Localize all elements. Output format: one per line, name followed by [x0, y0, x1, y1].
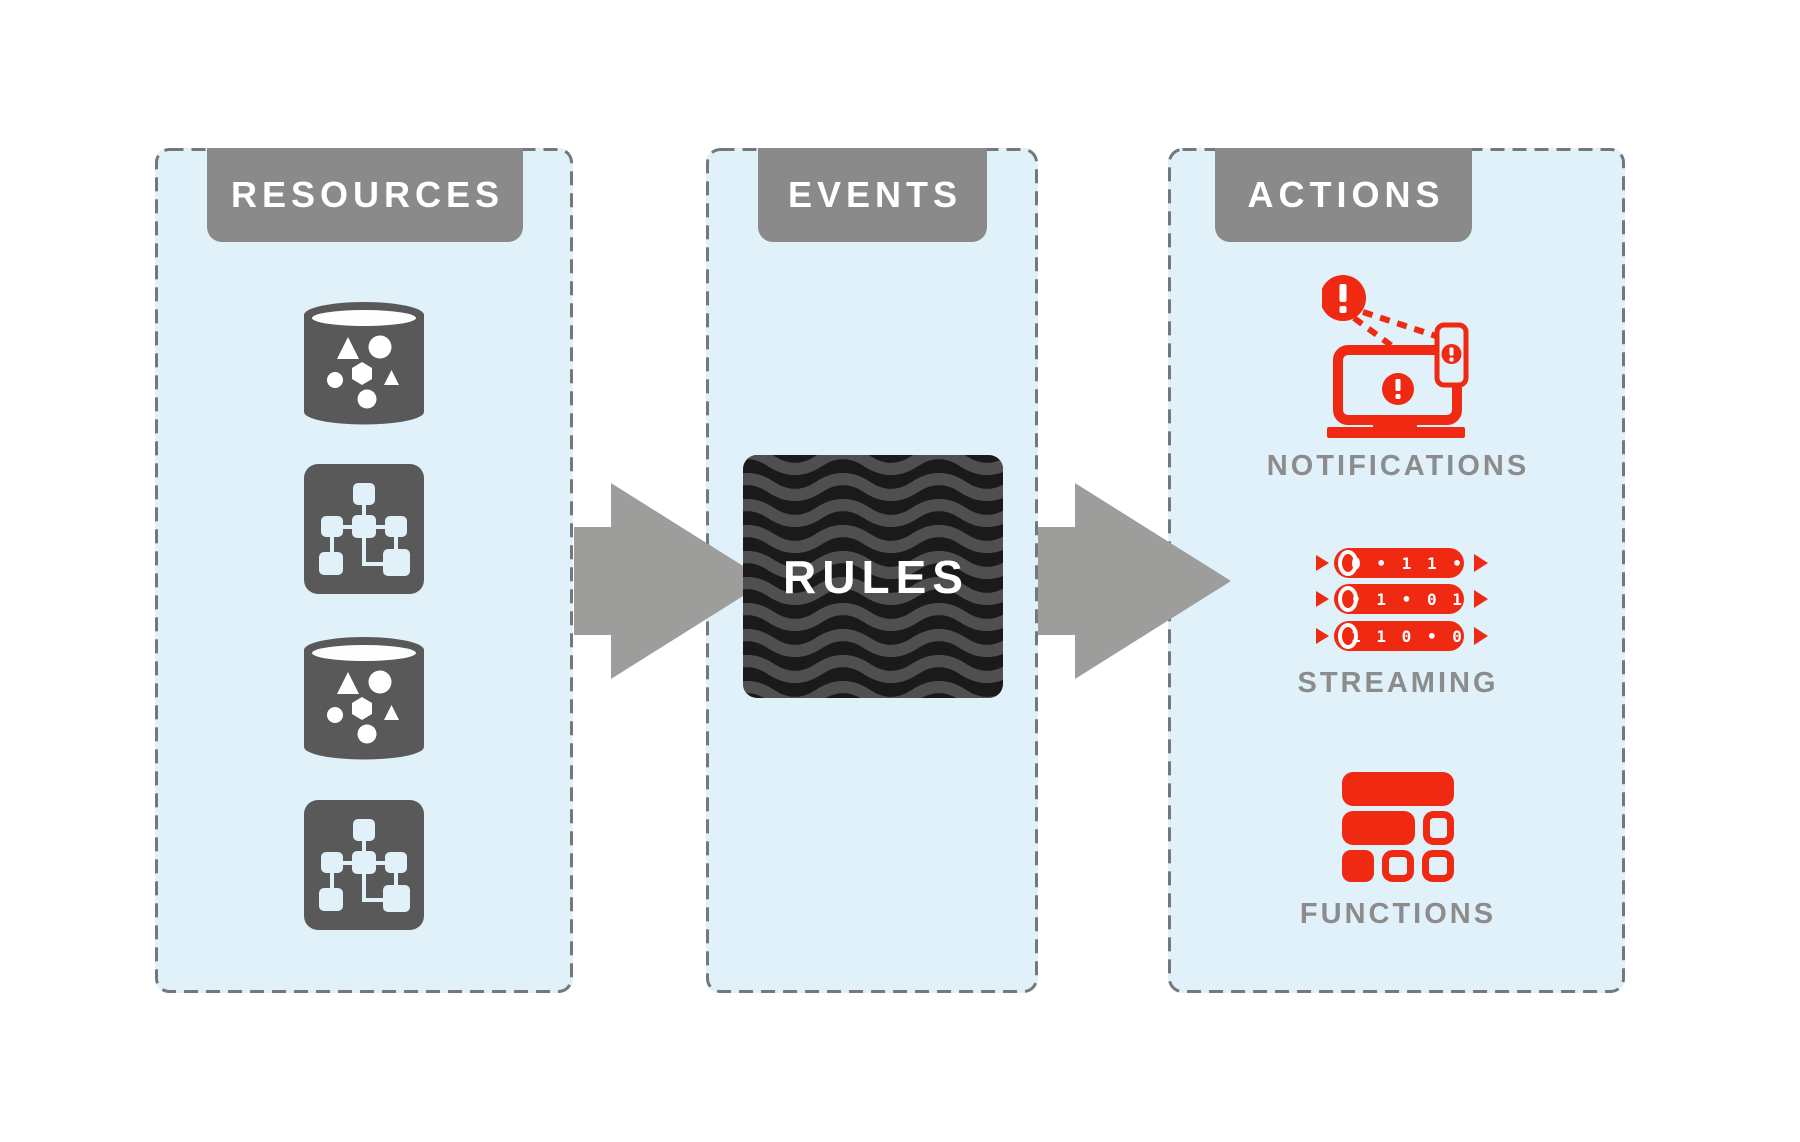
- database-opening: [312, 310, 416, 326]
- rules-wave-pattern: [743, 455, 1003, 698]
- database-icon: [304, 302, 424, 425]
- rules-label: RULES: [783, 550, 969, 603]
- rules-box: RULES: [743, 455, 1003, 698]
- flow-arrow-events-to-actions: [1038, 483, 1231, 679]
- schema-icon: [304, 800, 424, 930]
- streaming-label: STREAMING: [1297, 667, 1499, 699]
- notifications-icon: [1322, 275, 1469, 438]
- streaming-pill-icon: 0 • 1 1 •: [1316, 548, 1488, 578]
- resources-header-badge: RESOURCES: [207, 148, 523, 242]
- streaming-pill-icon: 1 1 0 • 0: [1316, 621, 1488, 651]
- alert-dashed-link: [1352, 315, 1394, 349]
- functions-label: FUNCTIONS: [1299, 898, 1497, 930]
- database-opening: [312, 645, 416, 661]
- functions-icon: [1342, 772, 1454, 882]
- flow-arrow-resources-to-events: [574, 483, 767, 679]
- streaming-bits-text: • 1 • 0 1: [1351, 590, 1465, 609]
- notifications-label: NOTIFICATIONS: [1266, 450, 1530, 482]
- panel-resources-dashed-border: [155, 148, 573, 993]
- panel-events-dashed-border: [706, 148, 1038, 993]
- resources-header-label: RESOURCES: [230, 174, 505, 215]
- schema-icon: [304, 464, 424, 594]
- streaming-bits-text: 1 1 0 • 0: [1351, 627, 1465, 646]
- streaming-bits-text: 0 • 1 1 •: [1351, 554, 1465, 573]
- events-header-badge: EVENTS: [758, 148, 987, 242]
- streaming-pill-icon: • 1 • 0 1: [1316, 584, 1488, 614]
- actions-header-badge: ACTIONS: [1215, 148, 1472, 242]
- alert-dashed-link: [1362, 309, 1437, 339]
- actions-header-label: ACTIONS: [1247, 174, 1445, 215]
- database-icon: [304, 637, 424, 760]
- events-header-label: EVENTS: [787, 174, 963, 215]
